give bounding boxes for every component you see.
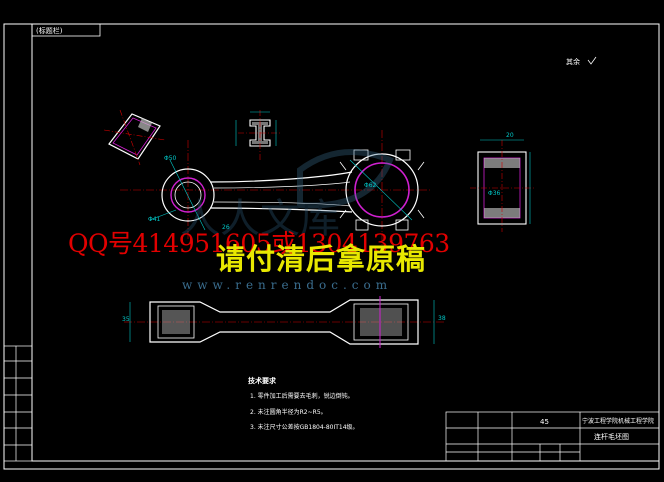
dim-phi62: Φ62	[364, 182, 377, 189]
inner-frame	[31, 23, 660, 462]
title-block-drawing-name: 连杆毛坯图	[594, 433, 629, 441]
dim-phi41: Φ41	[148, 216, 161, 223]
connecting-rod-front-view	[120, 130, 430, 250]
tech-req-item-2: 2. 未注圆角半径为R2~R5。	[250, 409, 327, 416]
watermark-qq-line: QQ号414951605或1304139763	[68, 229, 450, 258]
title-block	[445, 411, 660, 462]
title-block-material: 45	[540, 418, 549, 426]
title-block-school: 宁波工程学院机械工程学院	[582, 418, 655, 425]
top-left-tag: (标题栏)	[36, 27, 63, 35]
big-end-side-view	[470, 139, 535, 232]
top-left-tag-box	[31, 23, 101, 37]
dim-38: 38	[438, 315, 446, 322]
roughness-note: 其余	[566, 58, 580, 66]
dim-35: 35	[122, 316, 130, 323]
watermark-logo: 人人文库	[180, 149, 394, 242]
connecting-rod-top-view	[124, 296, 444, 348]
dim-phi36: Φ36	[488, 190, 501, 197]
tech-req-title: 技术要求	[248, 377, 276, 385]
i-beam-section	[235, 110, 282, 160]
dim-phi50: Φ50	[164, 155, 177, 162]
svg-text:人人文库: 人人文库	[180, 196, 340, 242]
dim-20: 20	[506, 132, 514, 139]
watermark-chinese-line: 请付清后拿原稿	[216, 242, 427, 276]
tech-req-item-1: 1. 零件加工后需要去毛刺，锐边倒钝。	[250, 393, 354, 400]
watermark-site: www.renrendoc.com	[182, 278, 393, 292]
roughness-check-icon	[587, 56, 597, 65]
tech-req-item-3: 3. 未注尺寸公差按GB1804-80IT14级。	[250, 424, 359, 431]
left-strip	[3, 345, 33, 462]
dim-26: 26	[222, 224, 230, 231]
bushing-section-view	[103, 109, 166, 166]
